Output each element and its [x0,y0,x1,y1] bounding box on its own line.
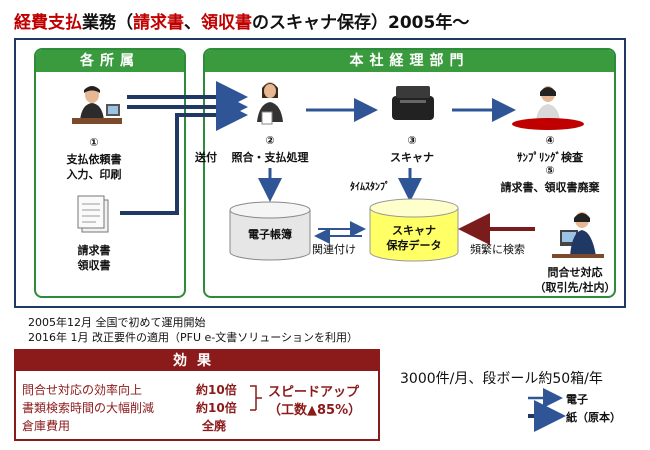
accountant-icon [257,82,283,125]
note-2016: 2016年 1月 改正要件の適用（PFU e-文書ソリューションを利用） [28,331,359,344]
step5-number: ⑤ [545,164,555,177]
inspector-icon [512,86,584,130]
title-text-tail: のスキャナ保存）2005年〜 [252,13,470,33]
effect-row-label: 問合せ対応の効率向上 [22,383,143,397]
hq-section-header: 本社経理部門 [205,50,614,72]
step4-number: ④ [545,134,555,147]
link-label: 関連付け [312,243,356,256]
effect-brace [250,385,262,411]
effect-row-label: 倉庫費用 [22,419,71,433]
electronic-ledger-cylinder [229,201,311,261]
send-arrow-docs [120,99,248,215]
step2-number: ② [265,134,275,147]
clerk-at-desk-icon [72,86,122,124]
frequent-search-label: 頻繁に検索 [470,243,525,256]
scan-store-line2: 保存データ [386,239,442,252]
title-highlight-expense: 経費支払 [14,13,82,33]
send-label: 送付 [195,151,217,164]
page-title: 経費支払業務（請求書、領収書のスキャナ保存）2005年〜 [14,8,469,33]
step1-line1: 支払依頼書 [66,153,122,166]
timestamp-label: ﾀｲﾑｽﾀﾝﾌﾟ [350,182,390,193]
inquiry-line2: （取引先/社内） [534,281,616,294]
branch-section: 各所属 [34,48,186,298]
legend-electronic-label: 電子 [566,393,588,406]
step3-label: スキャナ [390,151,434,164]
step5-label: 請求書、領収書廃棄 [500,181,600,194]
title-highlight-invoice: 請求書 [133,13,184,33]
title-separator: 、 [184,13,201,33]
title-text: 業務（ [82,13,133,33]
legend-paper-label: 紙（原本） [566,411,621,424]
effect-row-label: 書類検索時間の大幅削減 [22,401,155,415]
paper-documents-icon [77,195,109,233]
speedup-detail: （工数▲85%） [268,403,362,418]
invoice-label: 請求書 [77,244,111,257]
diagram-frame [14,38,626,308]
note-2005: 2005年12月 全国で初めて運用開始 [28,316,206,329]
effect-row-value: 約10倍 [196,383,237,397]
step1-line2: 入力、印刷 [66,168,122,181]
effect-row-value: 約10倍 [196,401,237,415]
inquiry-line1: 問合せ対応 [547,266,603,279]
volume-text: 3000件/月、段ボール約50箱/年 [400,371,603,387]
effect-row-value: 全廃 [202,419,227,433]
scanner-icon [392,86,434,120]
step1-number: ① [89,136,99,149]
speedup-label: スピードアップ [268,385,360,400]
title-highlight-receipt: 領収書 [201,13,252,33]
effect-header: 効果 [16,351,378,371]
ledger-label: 電子帳簿 [248,228,292,241]
step4-label: ｻﾝﾌﾟﾘﾝｸﾞ検査 [517,151,583,164]
effect-box: 効果 問合せ対応の効率向上 約10倍 書類検索時間の大幅削減 約10倍 倉庫費用… [14,349,380,441]
branch-section-header: 各所属 [36,50,184,72]
step2-label: 照合・支払処理 [231,151,309,164]
inquiry-staff-icon [552,212,604,258]
step3-number: ③ [407,134,417,147]
scan-storage-cylinder [369,198,459,262]
scan-store-line1: スキャナ [392,224,436,237]
receipt-label: 領収書 [77,259,111,272]
